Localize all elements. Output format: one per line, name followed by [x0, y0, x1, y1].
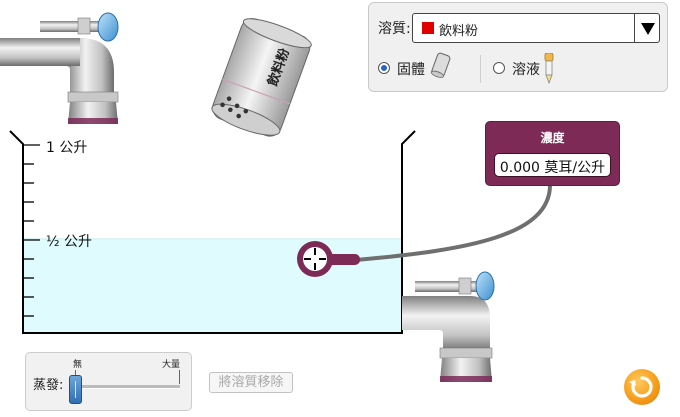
- drain-valve-stem: [415, 281, 481, 292]
- solute-shaker[interactable]: 飲料粉: [209, 13, 314, 141]
- solute-panel: 溶質: 飲料粉 固體 溶液: [368, 2, 668, 92]
- faucet-valve-stem: [40, 21, 100, 32]
- solute-combo-box[interactable]: 飲料粉: [412, 13, 660, 43]
- radio-solid-label[interactable]: 固體: [397, 62, 425, 78]
- shaker-holes: [220, 96, 249, 119]
- meter-cable: [354, 183, 552, 262]
- panel-divider: [480, 55, 481, 83]
- solute-selected-name: 飲料粉: [439, 24, 479, 39]
- drain-pipe: [402, 296, 490, 352]
- dropper-icon: [544, 53, 554, 85]
- crosshair-icon: [304, 248, 326, 270]
- slider-tick-max: [179, 370, 180, 384]
- evaporation-panel: 蒸發: 無 大量: [25, 352, 192, 411]
- shaker-label-stripe: [222, 78, 291, 105]
- faucet-spout: [67, 91, 119, 103]
- meter-title: 濃度: [540, 131, 565, 145]
- reset-button[interactable]: [624, 369, 660, 405]
- faucet-elbow: [66, 38, 114, 96]
- slider-thumb-grip: [75, 381, 76, 398]
- meter-value: 0.000 莫耳/公升: [499, 160, 606, 176]
- drain-valve-handle[interactable]: [475, 271, 495, 301]
- evaporation-label: 蒸發:: [33, 378, 64, 393]
- evaporation-min-label: 無: [73, 360, 83, 370]
- faucet-pipe: [0, 38, 85, 66]
- faucet-valve-knob: [77, 17, 91, 35]
- faucet-nozzle-shadow: [68, 118, 118, 124]
- radio-solid[interactable]: [378, 62, 390, 74]
- shaker-lid: [242, 18, 312, 49]
- combo-dropdown-button[interactable]: [634, 14, 659, 42]
- beaker-mark-half-l: ½ 公升: [46, 234, 93, 250]
- reset-icon: [629, 376, 653, 398]
- solute-color-swatch: [422, 22, 434, 34]
- probe-lens: [303, 247, 327, 271]
- beaker-mark-1l: 1 公升: [46, 140, 88, 156]
- radio-selected-dot: [381, 65, 387, 71]
- input-faucet[interactable]: [0, 12, 119, 124]
- radio-solution-label[interactable]: 溶液: [512, 62, 540, 78]
- remove-solute-button[interactable]: 將溶質移除: [209, 372, 293, 393]
- faucet-valve-handle[interactable]: [97, 12, 119, 42]
- shaker-cap: [211, 103, 281, 136]
- beaker-ticks: [23, 144, 40, 317]
- drain-faucet[interactable]: [402, 271, 495, 382]
- concentration-meter[interactable]: 濃度 0.000 莫耳/公升: [485, 121, 620, 186]
- drain-nozzle-shadow: [440, 376, 492, 382]
- solute-label: 溶質:: [378, 21, 411, 37]
- shaker-icon: [430, 52, 451, 78]
- drain-spout: [439, 347, 493, 359]
- meter-readout: 0.000 莫耳/公升: [494, 153, 611, 177]
- concentration-probe[interactable]: [297, 241, 360, 277]
- evaporation-slider-track[interactable]: [75, 385, 180, 389]
- beaker: [9, 130, 416, 334]
- drain-valve-knob: [458, 277, 472, 295]
- evaporation-slider-thumb[interactable]: [69, 375, 82, 404]
- radio-solution[interactable]: [493, 62, 505, 74]
- chevron-down-icon: [641, 23, 655, 35]
- evaporation-max-label: 大量: [162, 360, 181, 370]
- beaker-solution: [24, 240, 401, 333]
